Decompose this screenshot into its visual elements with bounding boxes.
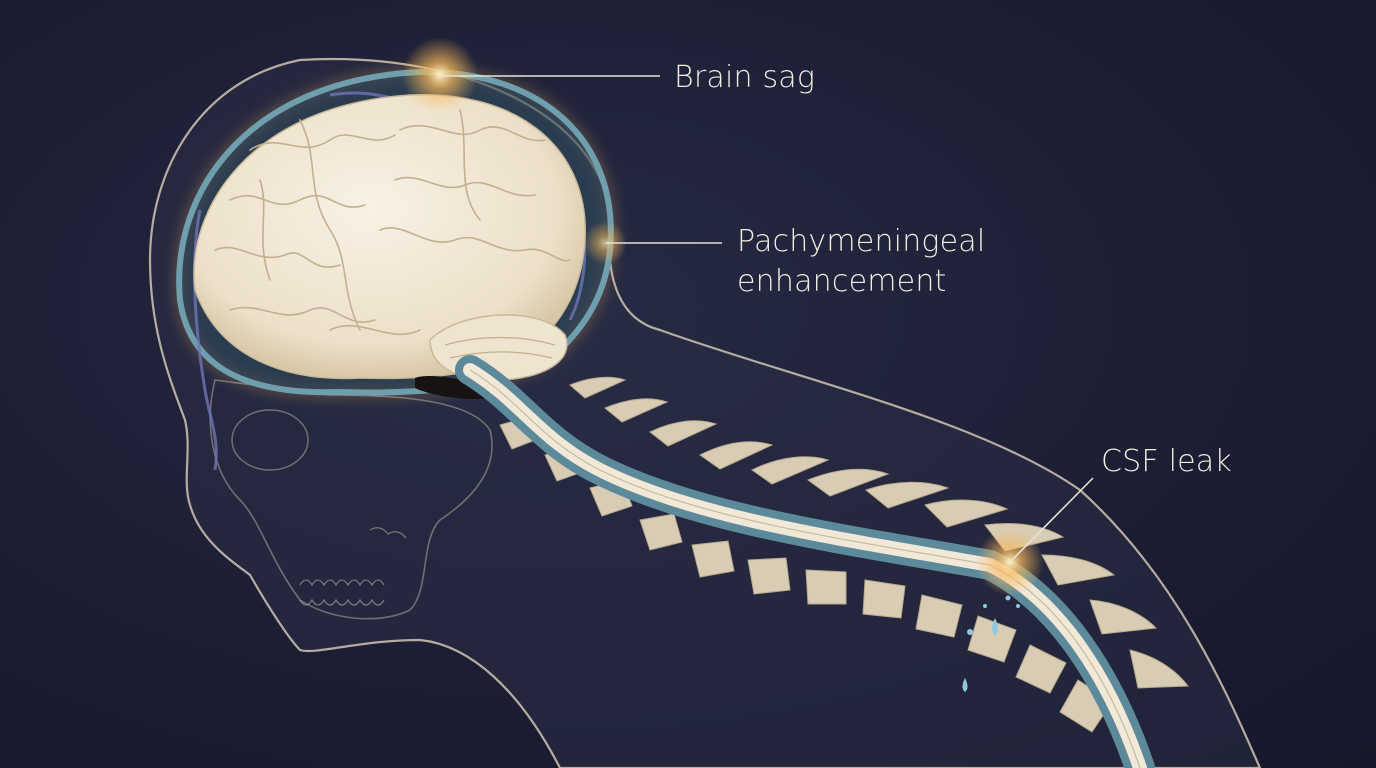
pachymeningeal-glow: [583, 221, 627, 265]
brain-sag-glow: [402, 37, 478, 113]
pachymeningeal-label-line1: Pachymeningeal: [737, 224, 986, 259]
teeth: [299, 527, 407, 606]
brain: [193, 94, 586, 380]
csf-leak-leader: [1011, 477, 1094, 561]
spinal-cord-center-line: [469, 369, 1141, 768]
skull-outline: [209, 379, 493, 620]
spinous-processes: [569, 376, 1189, 689]
csf-leak-label: CSF leak: [1101, 444, 1232, 479]
cerebellum-folds: [444, 336, 556, 359]
brain-sag-label: Brain sag: [674, 60, 816, 95]
pachymeningeal-enhancement-label: Pachymeningeal enhancement: [737, 222, 985, 302]
brain-gyri: [214, 109, 571, 336]
pachymeningeal-label-line2: enhancement: [737, 264, 947, 299]
csf-droplets: [962, 595, 1020, 692]
orbit-outline: [231, 409, 309, 471]
